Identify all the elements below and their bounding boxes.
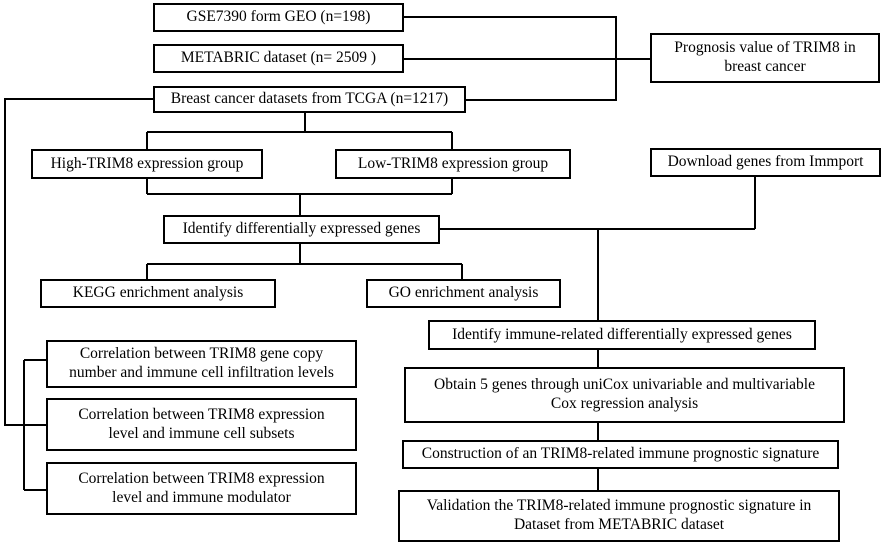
- high-trim8-label: High-TRIM8 expression group: [50, 154, 244, 172]
- correlation-copy-number-box: Correlation between TRIM8 gene copy numb…: [46, 340, 357, 388]
- validation-label: Validation the TRIM8-related immune prog…: [426, 497, 812, 533]
- download-immport-box: Download genes from Immport: [650, 148, 881, 177]
- correlation-modulator-label: Correlation between TRIM8 expression lev…: [78, 469, 325, 506]
- correlation-subsets-label: Correlation between TRIM8 expression lev…: [78, 405, 325, 442]
- prognosis-box: Prognosis value of TRIM8 in breast cance…: [650, 33, 880, 83]
- immune-deg-box: Identify immune-related differentially e…: [428, 320, 816, 350]
- go-box: GO enrichment analysis: [366, 279, 561, 308]
- deg-label: Identify differentially expressed genes: [182, 220, 421, 238]
- correlation-modulator-box: Correlation between TRIM8 expression lev…: [46, 462, 357, 515]
- tcga-box: Breast cancer datasets from TCGA (n=1217…: [153, 86, 466, 113]
- low-trim8-label: Low-TRIM8 expression group: [357, 154, 549, 172]
- download-immport-label: Download genes from Immport: [667, 153, 864, 171]
- high-trim8-box: High-TRIM8 expression group: [31, 149, 263, 179]
- low-trim8-box: Low-TRIM8 expression group: [335, 149, 571, 179]
- connector-tcga-left: [4, 98, 153, 426]
- prognosis-label: Prognosis value of TRIM8 in breast cance…: [674, 39, 856, 75]
- gse7390-box: GSE7390 form GEO (n=198): [153, 3, 404, 32]
- unicox-box: Obtain 5 genes through uniCox univariabl…: [404, 367, 845, 423]
- metabric-box: METABRIC dataset (n= 2509 ): [153, 44, 404, 73]
- deg-box: Identify differentially expressed genes: [163, 215, 440, 244]
- gse7390-label: GSE7390 form GEO (n=198): [186, 8, 371, 26]
- correlation-copy-number-label: Correlation between TRIM8 gene copy numb…: [69, 345, 334, 381]
- go-label: GO enrichment analysis: [388, 284, 539, 302]
- immune-deg-label: Identify immune-related differentially e…: [452, 325, 792, 343]
- kegg-box: KEGG enrichment analysis: [40, 279, 276, 308]
- metabric-label: METABRIC dataset (n= 2509 ): [180, 49, 377, 67]
- construction-box: Construction of an TRIM8-related immune …: [402, 440, 839, 469]
- construction-label: Construction of an TRIM8-related immune …: [421, 445, 820, 463]
- tcga-label: Breast cancer datasets from TCGA (n=1217…: [170, 90, 449, 108]
- validation-box: Validation the TRIM8-related immune prog…: [398, 490, 840, 542]
- correlation-subsets-box: Correlation between TRIM8 expression lev…: [46, 398, 357, 451]
- kegg-label: KEGG enrichment analysis: [72, 284, 244, 302]
- unicox-label: Obtain 5 genes through uniCox univariabl…: [434, 376, 815, 412]
